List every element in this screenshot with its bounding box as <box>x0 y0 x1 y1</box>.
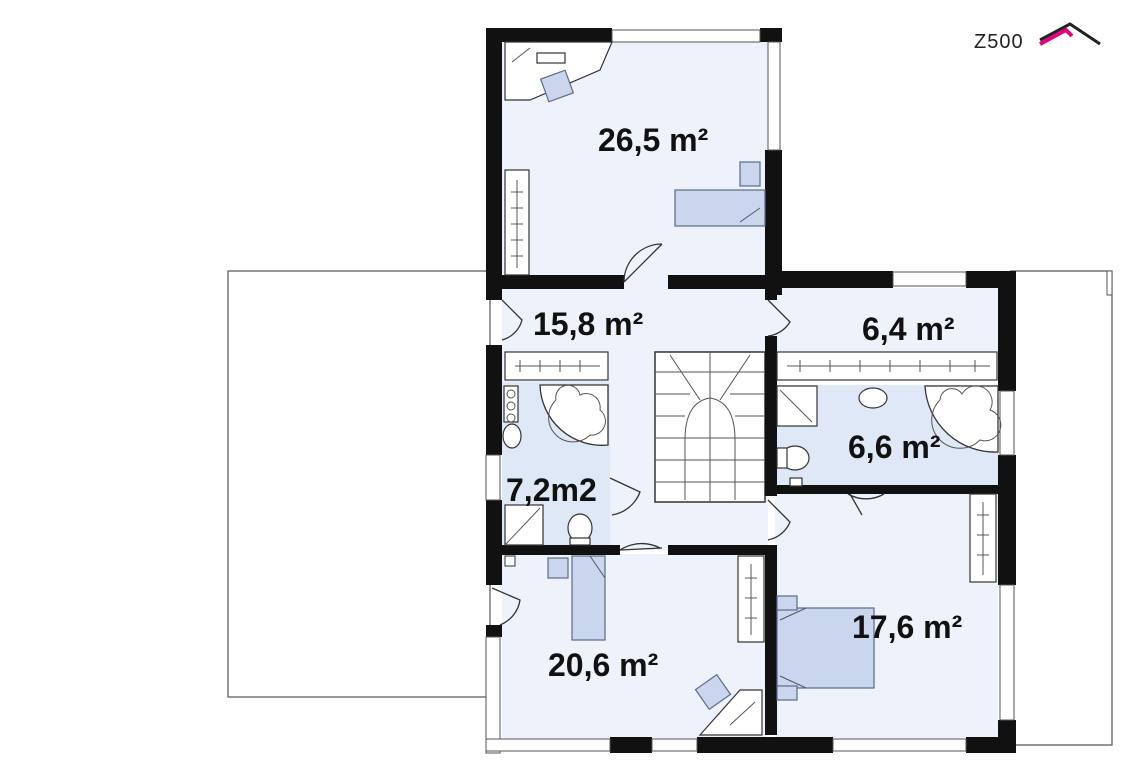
bottom-room-furniture <box>504 555 763 736</box>
brand-logo: Z500 <box>974 22 1101 53</box>
bed-bedroom-right <box>776 595 875 701</box>
wardrobes <box>504 169 998 643</box>
room-label-top: 26,5 m² <box>598 122 708 158</box>
room-label-bottom: 20,6 m² <box>548 647 658 683</box>
terrace-outline-left <box>227 270 491 698</box>
logo-text: Z500 <box>974 31 1024 53</box>
room-label-hall: 15,8 m² <box>533 306 643 342</box>
bathroom-left-fixtures <box>502 384 609 546</box>
windows <box>485 29 1015 754</box>
room-label-bath-right: 6,6 m² <box>848 429 940 465</box>
bed-top-room <box>674 161 766 227</box>
room-label-small-right: 6,4 m² <box>862 311 954 347</box>
terrace-outline-right <box>1010 270 1113 746</box>
walls <box>486 28 1016 753</box>
room-label-bedroom-right: 17,6 m² <box>852 609 962 645</box>
desk-top-room <box>504 41 613 103</box>
staircase <box>654 351 766 503</box>
bathroom-right-fixtures <box>776 385 1002 487</box>
room-label-bath-left: 7,2m2 <box>506 472 597 508</box>
room-labels: 26,5 m² 15,8 m² 6,4 m² 7,2m2 6,6 m² 17,6… <box>506 122 962 683</box>
doors <box>491 243 885 626</box>
